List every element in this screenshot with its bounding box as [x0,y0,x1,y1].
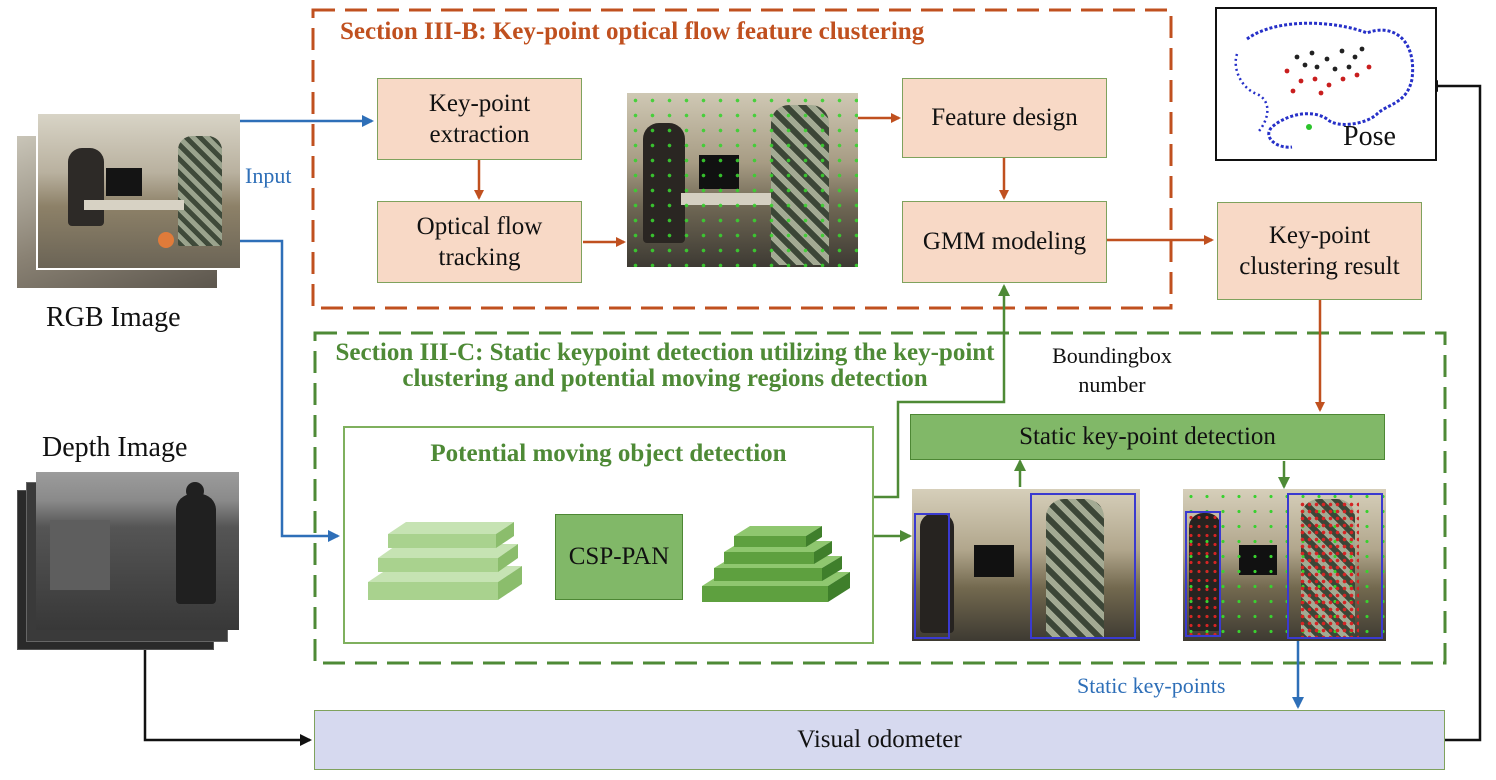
arrow-depth-to-odometer [143,648,312,746]
static-keypoints-label: Static key-points [1077,673,1226,698]
clustering-result-box: Key-point clustering result [1217,202,1422,300]
pose-keypoints-red [1284,64,1372,96]
section-c-title: Section III-C: Static keypoint detection… [335,339,995,393]
input-arrow-bottom [240,239,340,542]
static-keypoint-result-photo [1183,489,1386,641]
pose-label: Pose [1343,121,1396,152]
rgb-image-label: RGB Image [46,302,181,333]
section-c-frame [313,331,1447,665]
visual-odometer-box: Visual odometer [314,710,1445,770]
optical-flow-tracking-box: Optical flow tracking [377,201,582,283]
section-b-frame [311,8,1173,310]
csp-pan-box: CSP-PAN [555,514,683,600]
arrow-odometer-to-pose [1426,80,1482,742]
pose-trajectory-plot [1234,21,1415,149]
rgb-image-front [38,114,240,268]
depth-image-label: Depth Image [42,432,188,463]
boundingbox-number-label: Boundingbox number [1052,343,1172,397]
feature-pyramid-right [702,526,850,602]
feature-pyramid-left [368,522,522,600]
optical-flow-photo [627,93,858,267]
feature-design-box: Feature design [902,78,1107,158]
input-label: Input [245,163,292,188]
section-b-title: Section III-B: Key-point optical flow fe… [340,18,925,45]
static-keypoint-detection-box: Static key-point detection [910,414,1385,460]
keypoint-extraction-box: Key-point extraction [377,78,582,160]
pose-keypoints-black [1294,46,1365,72]
depth-image-front [36,472,239,630]
pose-panel: Pose [1215,7,1437,161]
arrow-detection-to-gmm [874,284,1010,499]
potential-moving-object-detection-title: Potential moving object detection [430,440,787,467]
bounding-box-photo [912,489,1140,641]
gmm-modeling-box: GMM modeling [902,201,1107,283]
